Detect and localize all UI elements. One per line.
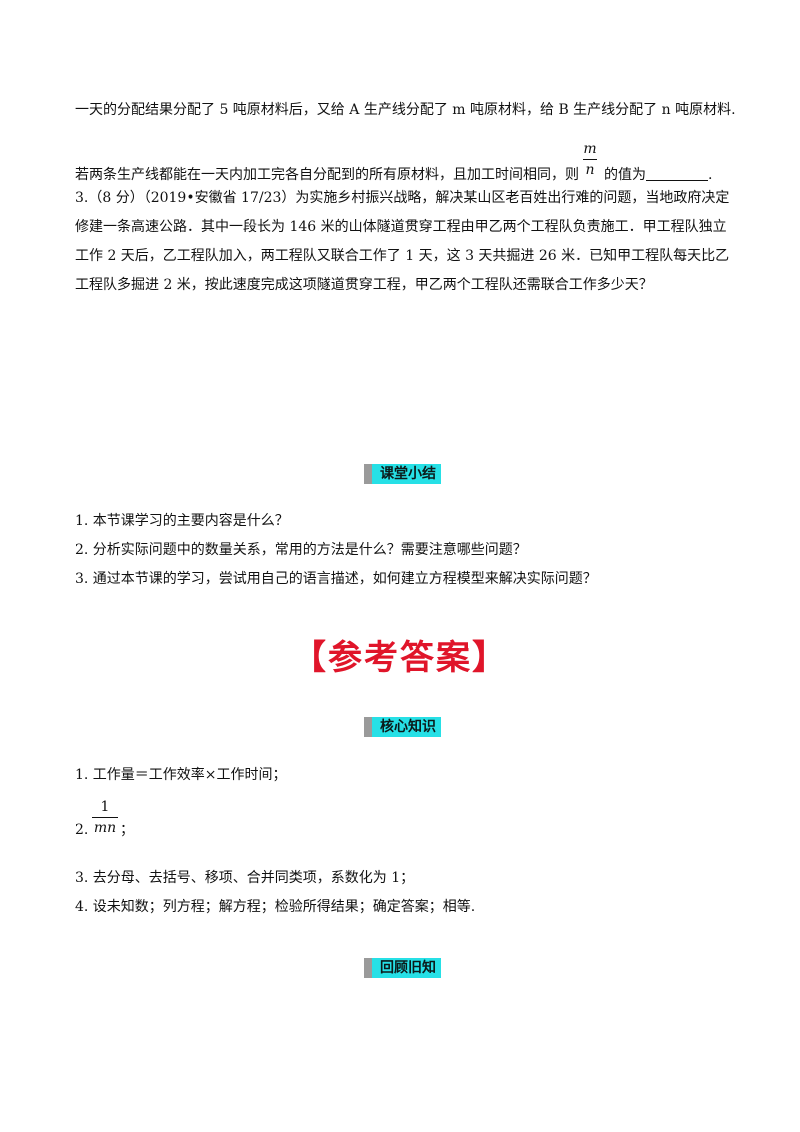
section-heading-summary: 课堂小结 <box>364 464 441 484</box>
fraction-numerator: 1 <box>100 799 110 815</box>
answer-item-3: 3. 去分母、去括号、移项、合并同类项，系数化为 1； <box>75 870 415 886</box>
answer-item-2-label: 2. <box>75 822 89 838</box>
answer-item-1: 1. 工作量＝工作效率×工作时间； <box>75 767 287 783</box>
problem-2-value-label: 的值为 <box>604 167 646 183</box>
answer-item-4: 4. 设未知数；列方程；解方程；检验所得结果；确定答案；相等. <box>75 899 476 915</box>
summary-item-3: 3. 通过本节课的学习，尝试用自己的语言描述，如何建立方程模型来解决实际问题？ <box>75 571 597 587</box>
summary-item-2: 2. 分析实际问题中的数量关系，常用的方法是什么？需要注意哪些问题？ <box>75 542 527 558</box>
fraction-denominator: mn <box>93 820 117 836</box>
section-heading-review: 回顾旧知 <box>364 958 441 978</box>
period: . <box>708 167 713 183</box>
fraction-m-over-n: m n <box>583 141 597 178</box>
fraction-bar <box>92 817 118 818</box>
problem-2-condition: 若两条生产线都能在一天内加工完各自分配到的所有原材料，且加工时间相同，则 <box>75 167 579 183</box>
fraction-bar <box>583 159 597 160</box>
section-heading-core-knowledge: 核心知识 <box>364 717 441 737</box>
fraction-numerator: m <box>583 141 597 157</box>
fraction-1-over-mn: 1 mn <box>92 799 118 836</box>
answer-key-title: 【参考答案】 <box>292 638 508 678</box>
fraction-denominator: n <box>585 162 595 178</box>
problem-2-answer-line: 的值为. <box>604 165 712 185</box>
answer-item-2-suffix: ； <box>120 822 134 838</box>
summary-item-1: 1. 本节课学习的主要内容是什么？ <box>75 513 289 529</box>
problem-3-text: 3.（8 分）（2019•安徽省 17/23）为实施乡村振兴战略，解决某山区老百… <box>75 190 730 293</box>
problem-2-line-1: 一天的分配结果分配了 5 吨原材料后，又给 A 生产线分配了 m 吨原材料，给 … <box>75 102 736 118</box>
problem-2-line-2: 若两条生产线都能在一天内加工完各自分配到的所有原材料，且加工时间相同，则 <box>75 165 579 185</box>
answer-blank[interactable] <box>646 166 708 181</box>
